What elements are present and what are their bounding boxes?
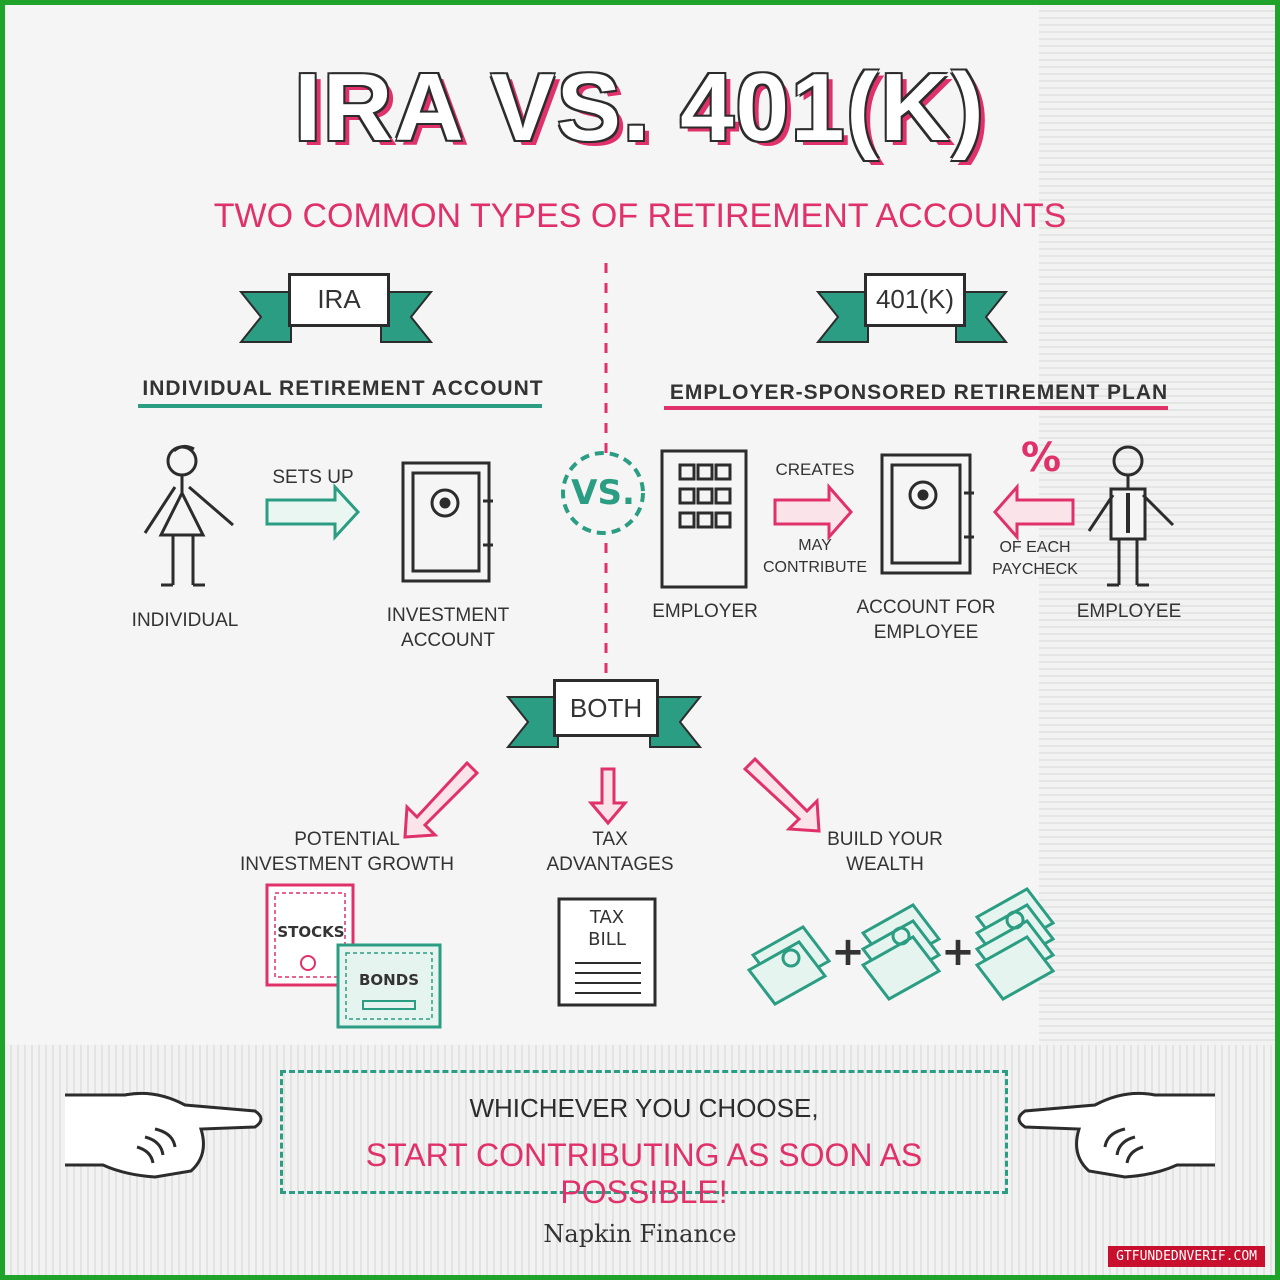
bonds-label: BONDS: [359, 971, 419, 989]
ira-heading: INDIVIDUAL RETIREMENT ACCOUNT: [142, 377, 544, 400]
k401-banner: 401(K): [864, 273, 966, 327]
ira-banner: IRA: [288, 273, 390, 327]
investment-account-line2: ACCOUNT: [401, 630, 495, 651]
employer-door: [660, 449, 748, 589]
wealth-arrow: [742, 756, 821, 833]
k401-heading: EMPLOYER-SPONSORED RETIREMENT PLAN: [669, 381, 1169, 404]
employee-label: EMPLOYEE: [1076, 601, 1182, 622]
account-for-employee-line2: EMPLOYEE: [873, 622, 979, 643]
plus-sign-2: +: [941, 929, 975, 975]
page-subtitle: TWO COMMON TYPES OF RETIREMENT ACCOUNTS: [213, 197, 1067, 235]
tax-arrow: [587, 767, 629, 826]
tax-bill-line1: TAX: [589, 907, 625, 928]
hand-left-pointing-right: [65, 1091, 263, 1179]
investment-account-line1: INVESTMENT: [386, 605, 510, 626]
vs-label: VS.: [571, 473, 635, 513]
of-each-paycheck-line2: PAYCHECK: [992, 561, 1078, 578]
sets-up-arrow: [265, 483, 361, 541]
both-banner: BOTH: [553, 679, 659, 737]
sets-up-label: SETS UP: [272, 467, 354, 488]
cta-box: WHICHEVER YOU CHOOSE, START CONTRIBUTING…: [280, 1070, 1008, 1210]
k401-ribbon: [815, 291, 1009, 343]
napkin-texture-right: [1039, 5, 1275, 1045]
tax-advantages-line1: TAX: [592, 829, 628, 850]
money-stack-3: [974, 887, 1056, 1001]
ira-ribbon: [238, 291, 434, 343]
build-wealth-line2: WEALTH: [846, 854, 924, 875]
creates-arrow: [773, 483, 853, 541]
creates-label: CREATES: [775, 460, 855, 479]
may-contribute-line2: CONTRIBUTE: [763, 559, 867, 576]
both-ribbon: [505, 696, 703, 748]
may-contribute-line1: MAY: [798, 537, 832, 554]
account-for-employee-line1: ACCOUNT FOR: [856, 597, 996, 618]
k401-safe: [880, 453, 974, 575]
employer-label: EMPLOYER: [652, 601, 758, 622]
plus-sign-1: +: [831, 929, 865, 975]
individual-label: INDIVIDUAL: [131, 610, 239, 631]
individual-figure: [143, 444, 234, 587]
of-each-paycheck-line1: OF EACH: [999, 539, 1071, 556]
stocks-label: STOCKS: [277, 923, 345, 941]
build-wealth-line1: BUILD YOUR: [827, 829, 943, 850]
tax-advantages-line2: ADVANTAGES: [546, 854, 674, 875]
infographic: IRA VS. 401(K) TWO COMMON TYPES OF RETIR…: [5, 5, 1275, 1275]
ira-safe: [401, 461, 493, 583]
money-stack-2: [860, 903, 942, 1001]
illustration-layer: [65, 263, 1215, 1179]
napkin-texture-bottom: [5, 1045, 1275, 1275]
growth-line1: POTENTIAL: [294, 829, 400, 850]
employee-figure: [1087, 445, 1175, 587]
money-stack-1: [746, 925, 832, 1006]
percent-icon: %: [1020, 435, 1062, 481]
growth-line2: INVESTMENT GROWTH: [240, 854, 454, 875]
page-title: IRA VS. 401(K): [294, 54, 986, 161]
paycheck-arrow: [993, 483, 1075, 541]
brand-footer: Napkin Finance: [543, 1220, 737, 1248]
tax-bill: [557, 897, 657, 1007]
bonds-certificate: [336, 943, 442, 1029]
watermark: GTFUNDEDNVERIF.COM: [1108, 1246, 1265, 1267]
vs-circle: [561, 451, 645, 535]
tax-bill-line2: BILL: [588, 929, 626, 950]
growth-arrow: [403, 760, 480, 839]
hand-right-pointing-left: [1017, 1091, 1215, 1179]
cta-line2: START CONTRIBUTING AS SOON AS POSSIBLE!: [365, 1137, 923, 1210]
cta-line1: WHICHEVER YOU CHOOSE,: [469, 1093, 819, 1123]
